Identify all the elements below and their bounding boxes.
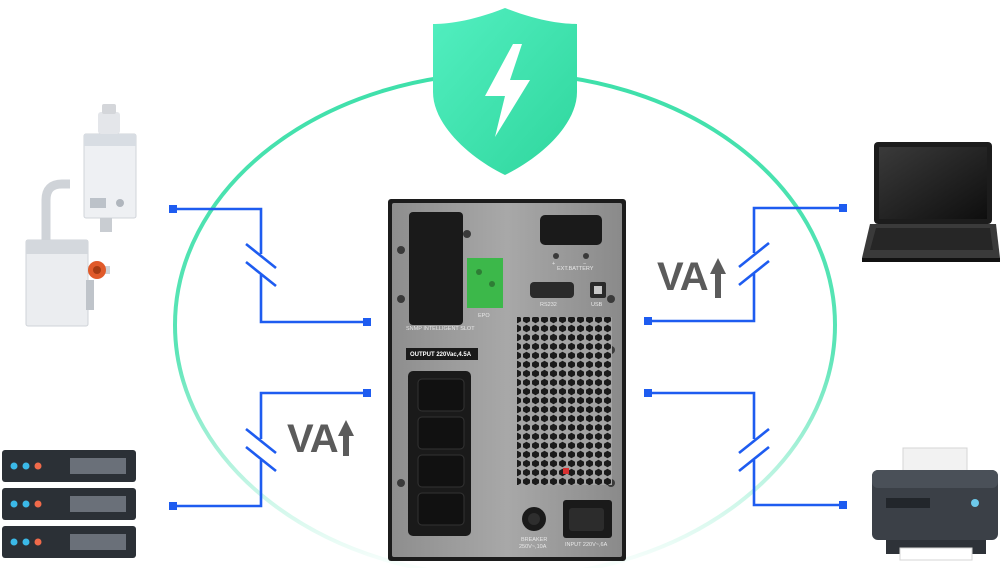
ups-device <box>388 199 626 561</box>
shield-lightning-icon <box>433 8 577 175</box>
output-label: OUTPUT 220Vac,4.5A <box>410 352 472 358</box>
output-badge <box>406 348 478 360</box>
connection-nodes <box>169 204 847 510</box>
battery-plus-label: + <box>552 261 555 267</box>
boiler-icon <box>25 104 137 327</box>
breaker-rating-label: 250V~,10A <box>519 544 547 550</box>
rs232-label: RS232 <box>540 302 557 308</box>
arrow-up-icon <box>710 258 726 298</box>
printer-icon <box>872 447 998 561</box>
ext-battery-label: EXT.BATTERY <box>557 266 594 272</box>
epo-label: EPO <box>478 313 490 319</box>
snmp-slot-label: SNMP INTELLIGENT SLOT <box>406 326 475 332</box>
va-label-right: VA <box>657 255 709 299</box>
usb-label: USB <box>591 302 603 308</box>
va-label-left: VA <box>287 417 339 461</box>
arrow-up-icon <box>338 420 354 456</box>
laptop-icon <box>862 142 1000 262</box>
switch-marks <box>245 241 770 473</box>
server-rack-icon <box>2 450 136 558</box>
breaker-label: BREAKER <box>521 537 547 543</box>
battery-minus-label: − <box>583 261 586 267</box>
input-label: INPUT 220V~,6A <box>565 542 608 548</box>
